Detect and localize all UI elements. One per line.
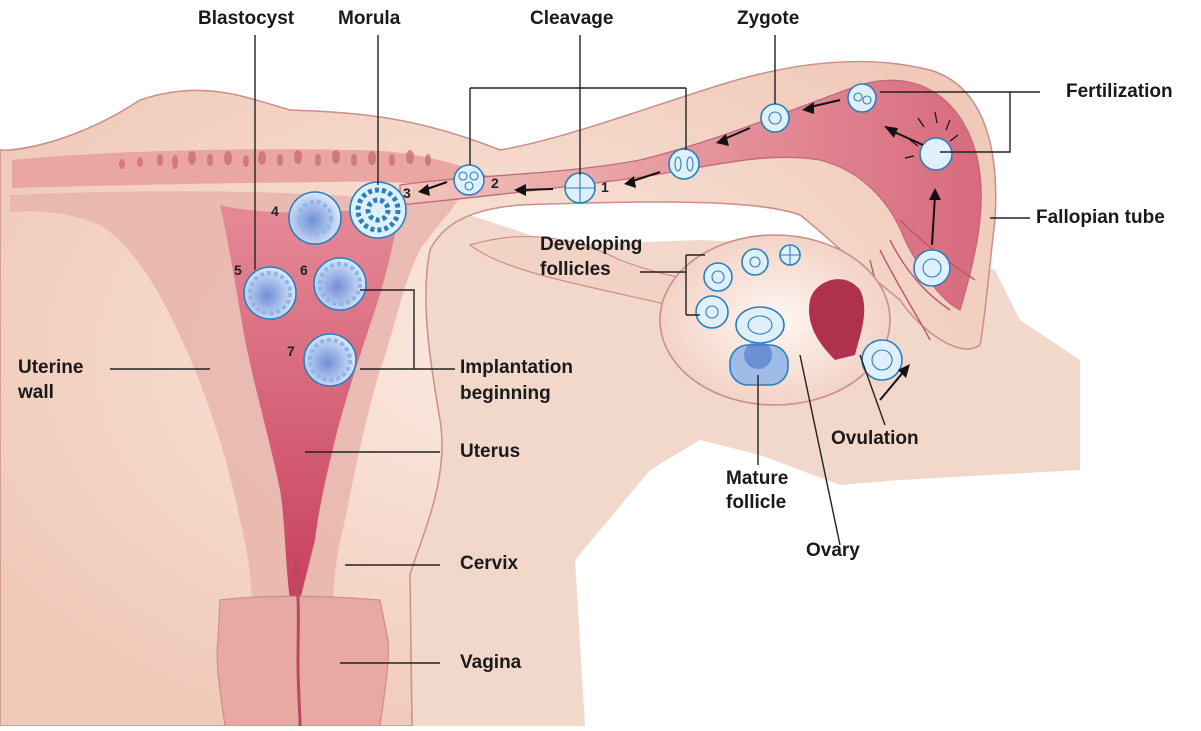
stage-6-blastocyst — [314, 258, 366, 310]
stage-number-5: 5 — [234, 262, 242, 278]
label-fallopian-tube: Fallopian tube — [1036, 207, 1165, 229]
label-uterine-wall-line1: Uterine — [18, 357, 83, 379]
label-mature-follicle-line2: follicle — [726, 492, 786, 514]
stage-3-morula — [350, 182, 406, 238]
label-cervix: Cervix — [460, 553, 518, 575]
label-mature-follicle-line1: Mature — [726, 468, 788, 490]
label-morula: Morula — [338, 8, 400, 30]
stage-number-7: 7 — [287, 343, 295, 359]
stage-number-3: 3 — [403, 185, 411, 201]
stage-number-4: 4 — [271, 203, 279, 219]
label-uterine-wall-line2: wall — [18, 382, 54, 404]
label-ovulation: Ovulation — [831, 428, 919, 450]
stage-number-1: 1 — [601, 179, 609, 195]
label-developing-follicles-line2: follicles — [540, 259, 611, 281]
label-implantation-line2: beginning — [460, 383, 551, 405]
label-vagina: Vagina — [460, 652, 521, 674]
label-zygote: Zygote — [737, 8, 799, 30]
label-blastocyst: Blastocyst — [198, 8, 294, 30]
stage-5-blastocyst — [244, 267, 296, 319]
label-ovary: Ovary — [806, 540, 860, 562]
label-cleavage: Cleavage — [530, 8, 613, 30]
stage-number-6: 6 — [300, 262, 308, 278]
cervix — [217, 596, 388, 726]
label-fertilization: Fertilization — [1066, 81, 1173, 103]
stage-7-blastocyst — [304, 334, 356, 386]
label-developing-follicles-line1: Developing — [540, 234, 642, 256]
label-implantation-line1: Implantation — [460, 357, 573, 379]
label-uterus: Uterus — [460, 441, 520, 463]
stage-number-2: 2 — [491, 175, 499, 191]
stage-4-morula — [289, 192, 341, 244]
